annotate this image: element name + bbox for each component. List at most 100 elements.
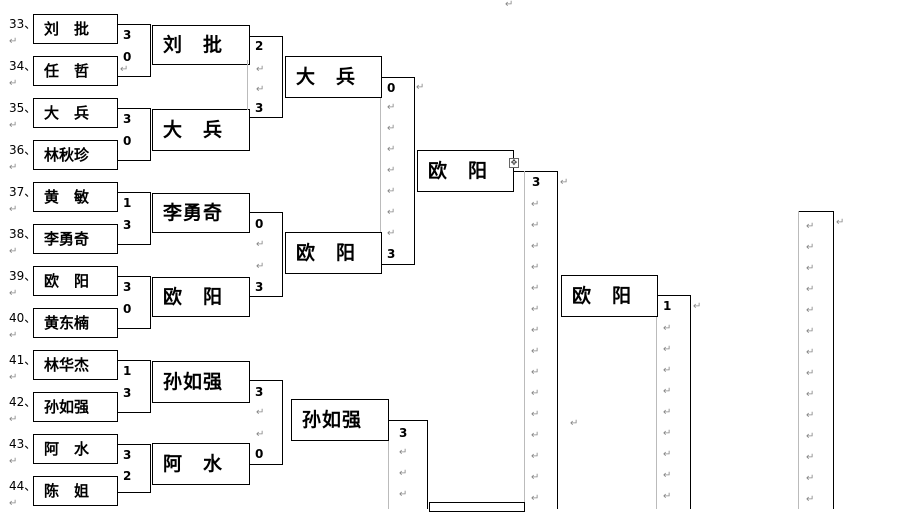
match-score: 0: [123, 302, 132, 316]
match-score: 3: [123, 218, 132, 232]
match-score: 2: [255, 39, 264, 53]
paragraph-mark: ↵: [387, 228, 396, 239]
match-score: 0: [123, 134, 132, 148]
paragraph-mark: ↵: [387, 123, 396, 134]
paragraph-mark: ↵: [9, 288, 18, 299]
match-score: 1: [123, 364, 132, 378]
winner-box: 欧 阳: [285, 232, 382, 274]
winner-box: 孙如强: [291, 399, 389, 441]
paragraph-mark: ↵: [531, 430, 540, 441]
paragraph-mark: ↵: [806, 242, 815, 253]
paragraph-mark: ↵: [9, 456, 18, 467]
paragraph-mark: ↵: [256, 261, 265, 272]
player-box: 林秋珍: [33, 140, 118, 170]
paragraph-mark: ↵: [531, 409, 540, 420]
winner-box: 大 兵: [285, 56, 382, 98]
paragraph-mark: ↵: [663, 386, 672, 397]
paragraph-mark: ↵: [806, 326, 815, 337]
seed-number: 34、: [9, 59, 37, 73]
player-box: 大 兵: [33, 98, 118, 128]
player-box: 陈 姐: [33, 476, 118, 506]
paragraph-mark: ↵: [9, 162, 18, 173]
match-score: 0: [255, 217, 264, 231]
seed-number: 40、: [9, 311, 37, 325]
paragraph-mark: ↵: [836, 217, 845, 228]
match-score: 0: [255, 447, 264, 461]
paragraph-mark: ↵: [256, 84, 265, 95]
match-score: 0: [123, 50, 132, 64]
paragraph-mark: ↵: [256, 64, 265, 75]
match-score: 3: [255, 280, 264, 294]
match-score: 3: [255, 385, 264, 399]
paragraph-mark: ↵: [9, 498, 18, 509]
paragraph-mark: ↵: [399, 489, 408, 500]
paragraph-mark: ↵: [806, 221, 815, 232]
player-box: 刘 批: [33, 14, 118, 44]
paragraph-mark: ↵: [806, 410, 815, 421]
seed-number: 37、: [9, 185, 37, 199]
paragraph-mark: ↵: [693, 301, 702, 312]
match-score: 2: [123, 469, 132, 483]
paragraph-mark: ↵: [387, 165, 396, 176]
paragraph-mark: ↵: [399, 468, 408, 479]
paragraph-mark: ↵: [806, 368, 815, 379]
paragraph-mark: ↵: [531, 325, 540, 336]
winner-box: 大 兵: [152, 109, 250, 151]
seed-number: 36、: [9, 143, 37, 157]
table-move-handle-icon[interactable]: ✥: [509, 158, 519, 168]
paragraph-mark: ↵: [9, 330, 18, 341]
paragraph-mark: ↵: [531, 451, 540, 462]
match-score: 0: [387, 81, 396, 95]
paragraph-mark: ↵: [806, 284, 815, 295]
winner-box: 刘 批: [152, 25, 250, 65]
paragraph-mark: ↵: [9, 372, 18, 383]
match-score: 1: [663, 299, 672, 313]
paragraph-mark: ↵: [531, 262, 540, 273]
paragraph-mark: ↵: [531, 220, 540, 231]
paragraph-mark: ↵: [806, 305, 815, 316]
paragraph-mark: ↵: [806, 263, 815, 274]
paragraph-mark: ↵: [9, 204, 18, 215]
paragraph-mark: ↵: [570, 418, 579, 429]
seed-number: 42、: [9, 395, 37, 409]
match-score: 3: [123, 448, 132, 462]
match-score: 3: [123, 386, 132, 400]
paragraph-mark: ↵: [120, 64, 129, 75]
paragraph-mark: ↵: [387, 207, 396, 218]
paragraph-mark: ↵: [531, 367, 540, 378]
paragraph-mark: ↵: [387, 102, 396, 113]
player-box: 林华杰: [33, 350, 118, 380]
paragraph-mark: ↵: [806, 347, 815, 358]
paragraph-mark: ↵: [9, 36, 18, 47]
paragraph-mark: ↵: [806, 452, 815, 463]
paragraph-mark: ↵: [663, 491, 672, 502]
paragraph-mark: ↵: [663, 470, 672, 481]
winner-box: [429, 502, 525, 512]
winner-box: 阿 水: [152, 443, 250, 485]
paragraph-mark: ↵: [806, 389, 815, 400]
paragraph-mark: ↵: [9, 414, 18, 425]
winner-box: 李勇奇: [152, 193, 250, 233]
seed-number: 43、: [9, 437, 37, 451]
paragraph-mark: ↵: [9, 78, 18, 89]
paragraph-mark: ↵: [560, 177, 569, 188]
paragraph-mark: ↵: [531, 346, 540, 357]
match-score: 3: [123, 28, 132, 42]
paragraph-mark: ↵: [531, 283, 540, 294]
paragraph-mark: ↵: [9, 120, 18, 131]
paragraph-mark: ↵: [531, 304, 540, 315]
paragraph-mark: ↵: [416, 82, 425, 93]
seed-number: 35、: [9, 101, 37, 115]
player-box: 欧 阳: [33, 266, 118, 296]
paragraph-mark: ↵: [9, 246, 18, 257]
paragraph-mark: ↵: [806, 494, 815, 505]
seed-number: 39、: [9, 269, 37, 283]
match-score: 3: [255, 101, 264, 115]
player-box: 黄东楠: [33, 308, 118, 338]
paragraph-mark: ↵: [663, 407, 672, 418]
paragraph-mark: ↵: [806, 473, 815, 484]
paragraph-mark: ↵: [531, 472, 540, 483]
paragraph-mark: ↵: [531, 388, 540, 399]
paragraph-mark: ↵: [663, 428, 672, 439]
